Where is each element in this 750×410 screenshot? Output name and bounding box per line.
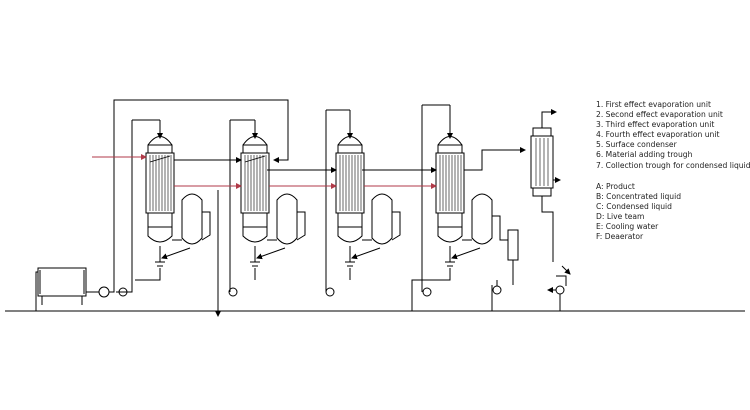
condensate-lines	[135, 190, 451, 317]
deaerator	[547, 265, 571, 311]
legend: 1. First effect evaporation unit 2. Seco…	[596, 100, 750, 242]
evaporator-2	[228, 119, 306, 297]
legend-stream-b: B: Concentrated liquid	[596, 191, 682, 201]
legend-unit-3: 3. Third effect evaporation unit	[596, 120, 715, 130]
evaporator-1	[118, 119, 211, 297]
surface-condenser	[530, 109, 561, 262]
legend-gap	[596, 171, 750, 182]
feed-pump-1	[86, 99, 289, 298]
steam-lines	[92, 154, 437, 189]
legend-unit-4: 4. Fourth effect evaporation unit	[596, 130, 720, 140]
legend-stream-c: C: Condensed liquid	[596, 201, 672, 211]
legend-unit-5: 5. Surface condenser	[596, 140, 677, 150]
legend-stream-d: D: Live team	[596, 211, 645, 221]
legend-stream-a: A: Product	[596, 181, 635, 191]
legend-unit-6: 6. Material adding trough	[596, 150, 693, 160]
legend-unit-2: 2. Second effect evaporation unit	[596, 110, 723, 120]
legend-stream-e: E: Cooling water	[596, 222, 659, 232]
legend-unit-7: 7. Collection trough for condensed liqui…	[596, 160, 750, 170]
evaporator-4	[421, 104, 493, 297]
legend-stream-f: F: Deaerator	[596, 232, 644, 242]
legend-unit-1: 1. First effect evaporation unit	[596, 100, 711, 109]
evaporator-3	[325, 109, 401, 297]
vapour-lines	[149, 147, 526, 173]
collection-trough	[491, 215, 519, 311]
material-adding-trough	[35, 267, 87, 311]
